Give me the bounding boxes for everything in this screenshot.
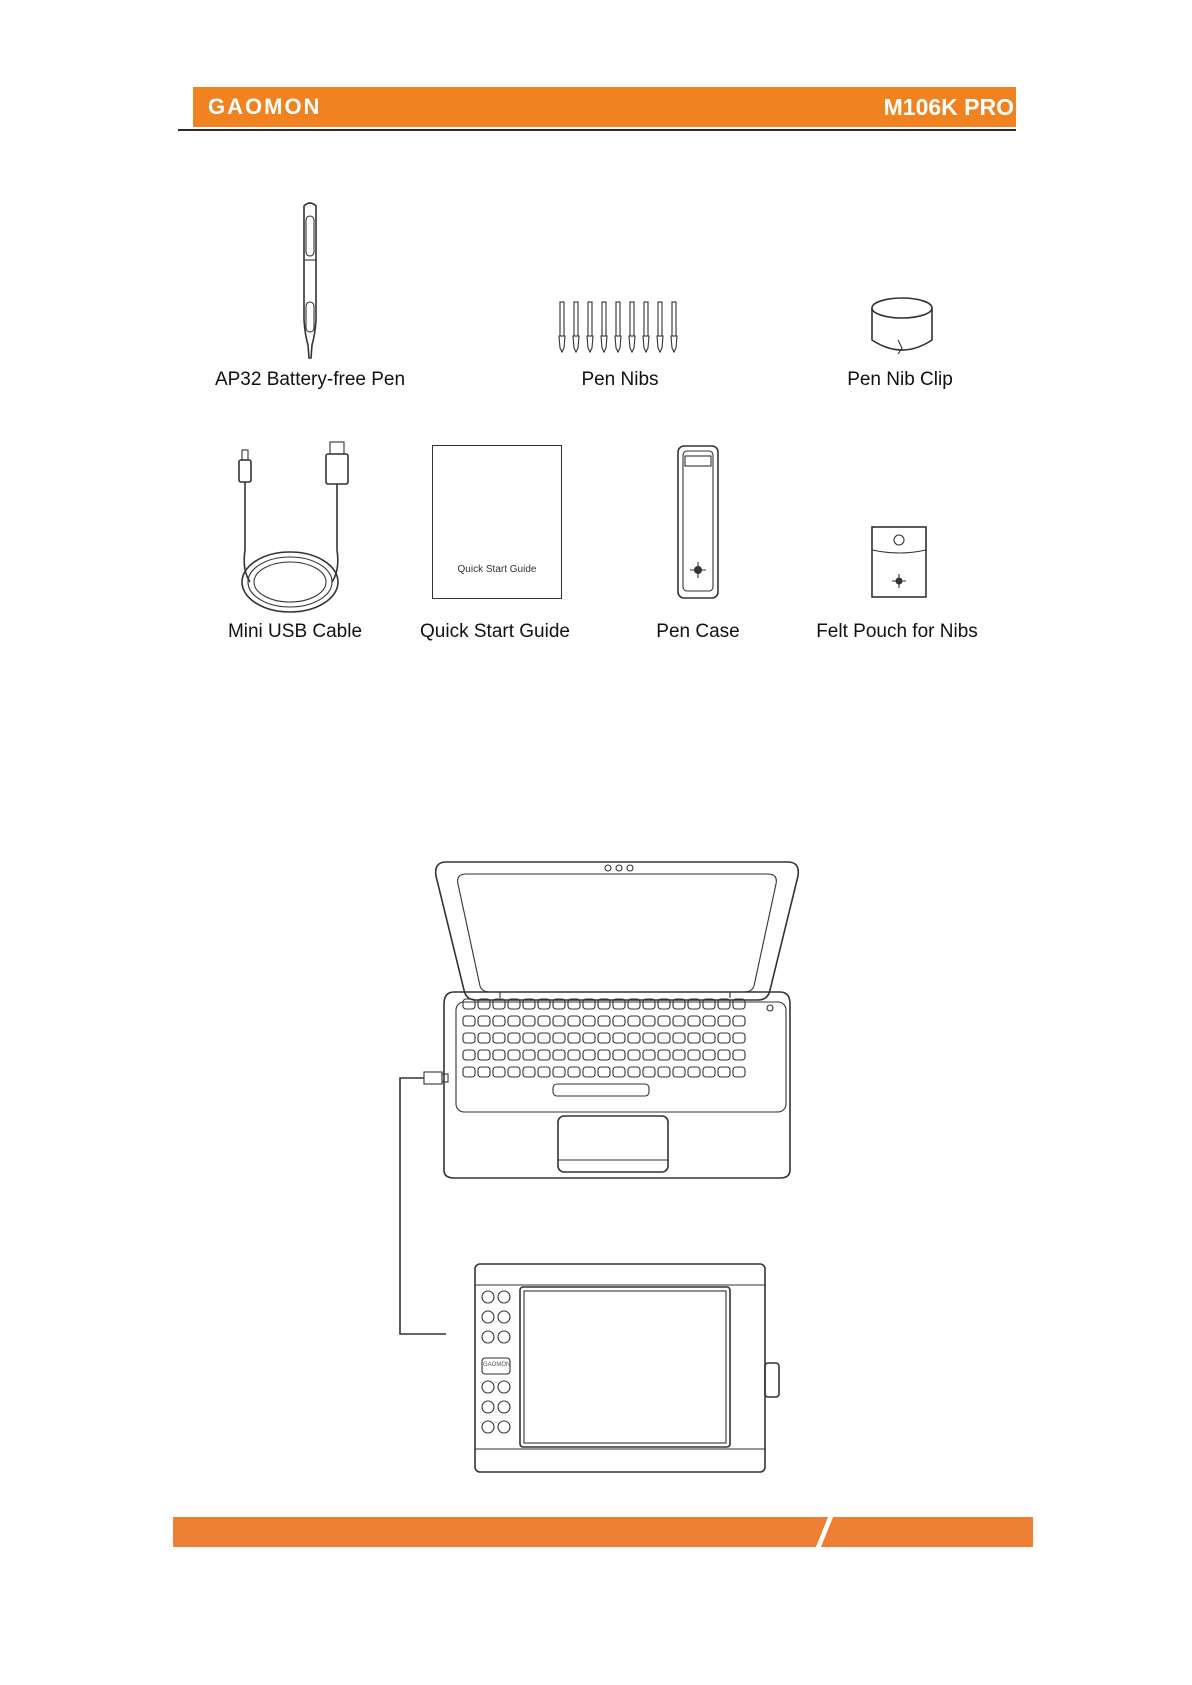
item-label-guide: Quick Start Guide (400, 620, 590, 644)
brand-logo: GAOMON (208, 92, 321, 122)
tablet-logo: GAOMON (483, 1362, 510, 1368)
pen-illustration (290, 200, 330, 370)
connection-cable (396, 1072, 466, 1322)
pen-case-illustration (677, 445, 719, 600)
header-rule (178, 129, 1016, 131)
model-name: M106K PRO (884, 92, 1014, 122)
item-label-pen: AP32 Battery-free Pen (200, 368, 420, 392)
item-label-pen-nibs: Pen Nibs (520, 368, 720, 392)
felt-pouch-illustration (871, 526, 927, 598)
tablet-illustration (460, 1263, 780, 1473)
guide-cover-text: Quick Start Guide (433, 564, 561, 575)
item-label-pen-case: Pen Case (600, 620, 796, 644)
footer-bar (173, 1517, 1033, 1547)
item-label-felt-pouch: Felt Pouch for Nibs (797, 620, 997, 644)
keyboard-keys (463, 999, 763, 1109)
item-label-nib-clip: Pen Nib Clip (800, 368, 1000, 392)
item-label-usb-cable: Mini USB Cable (200, 620, 390, 644)
usb-cable-illustration (220, 440, 360, 620)
guide-booklet-illustration: Quick Start Guide (432, 445, 562, 599)
nib-clip-illustration (868, 296, 938, 356)
pen-nibs-illustration (558, 302, 678, 362)
